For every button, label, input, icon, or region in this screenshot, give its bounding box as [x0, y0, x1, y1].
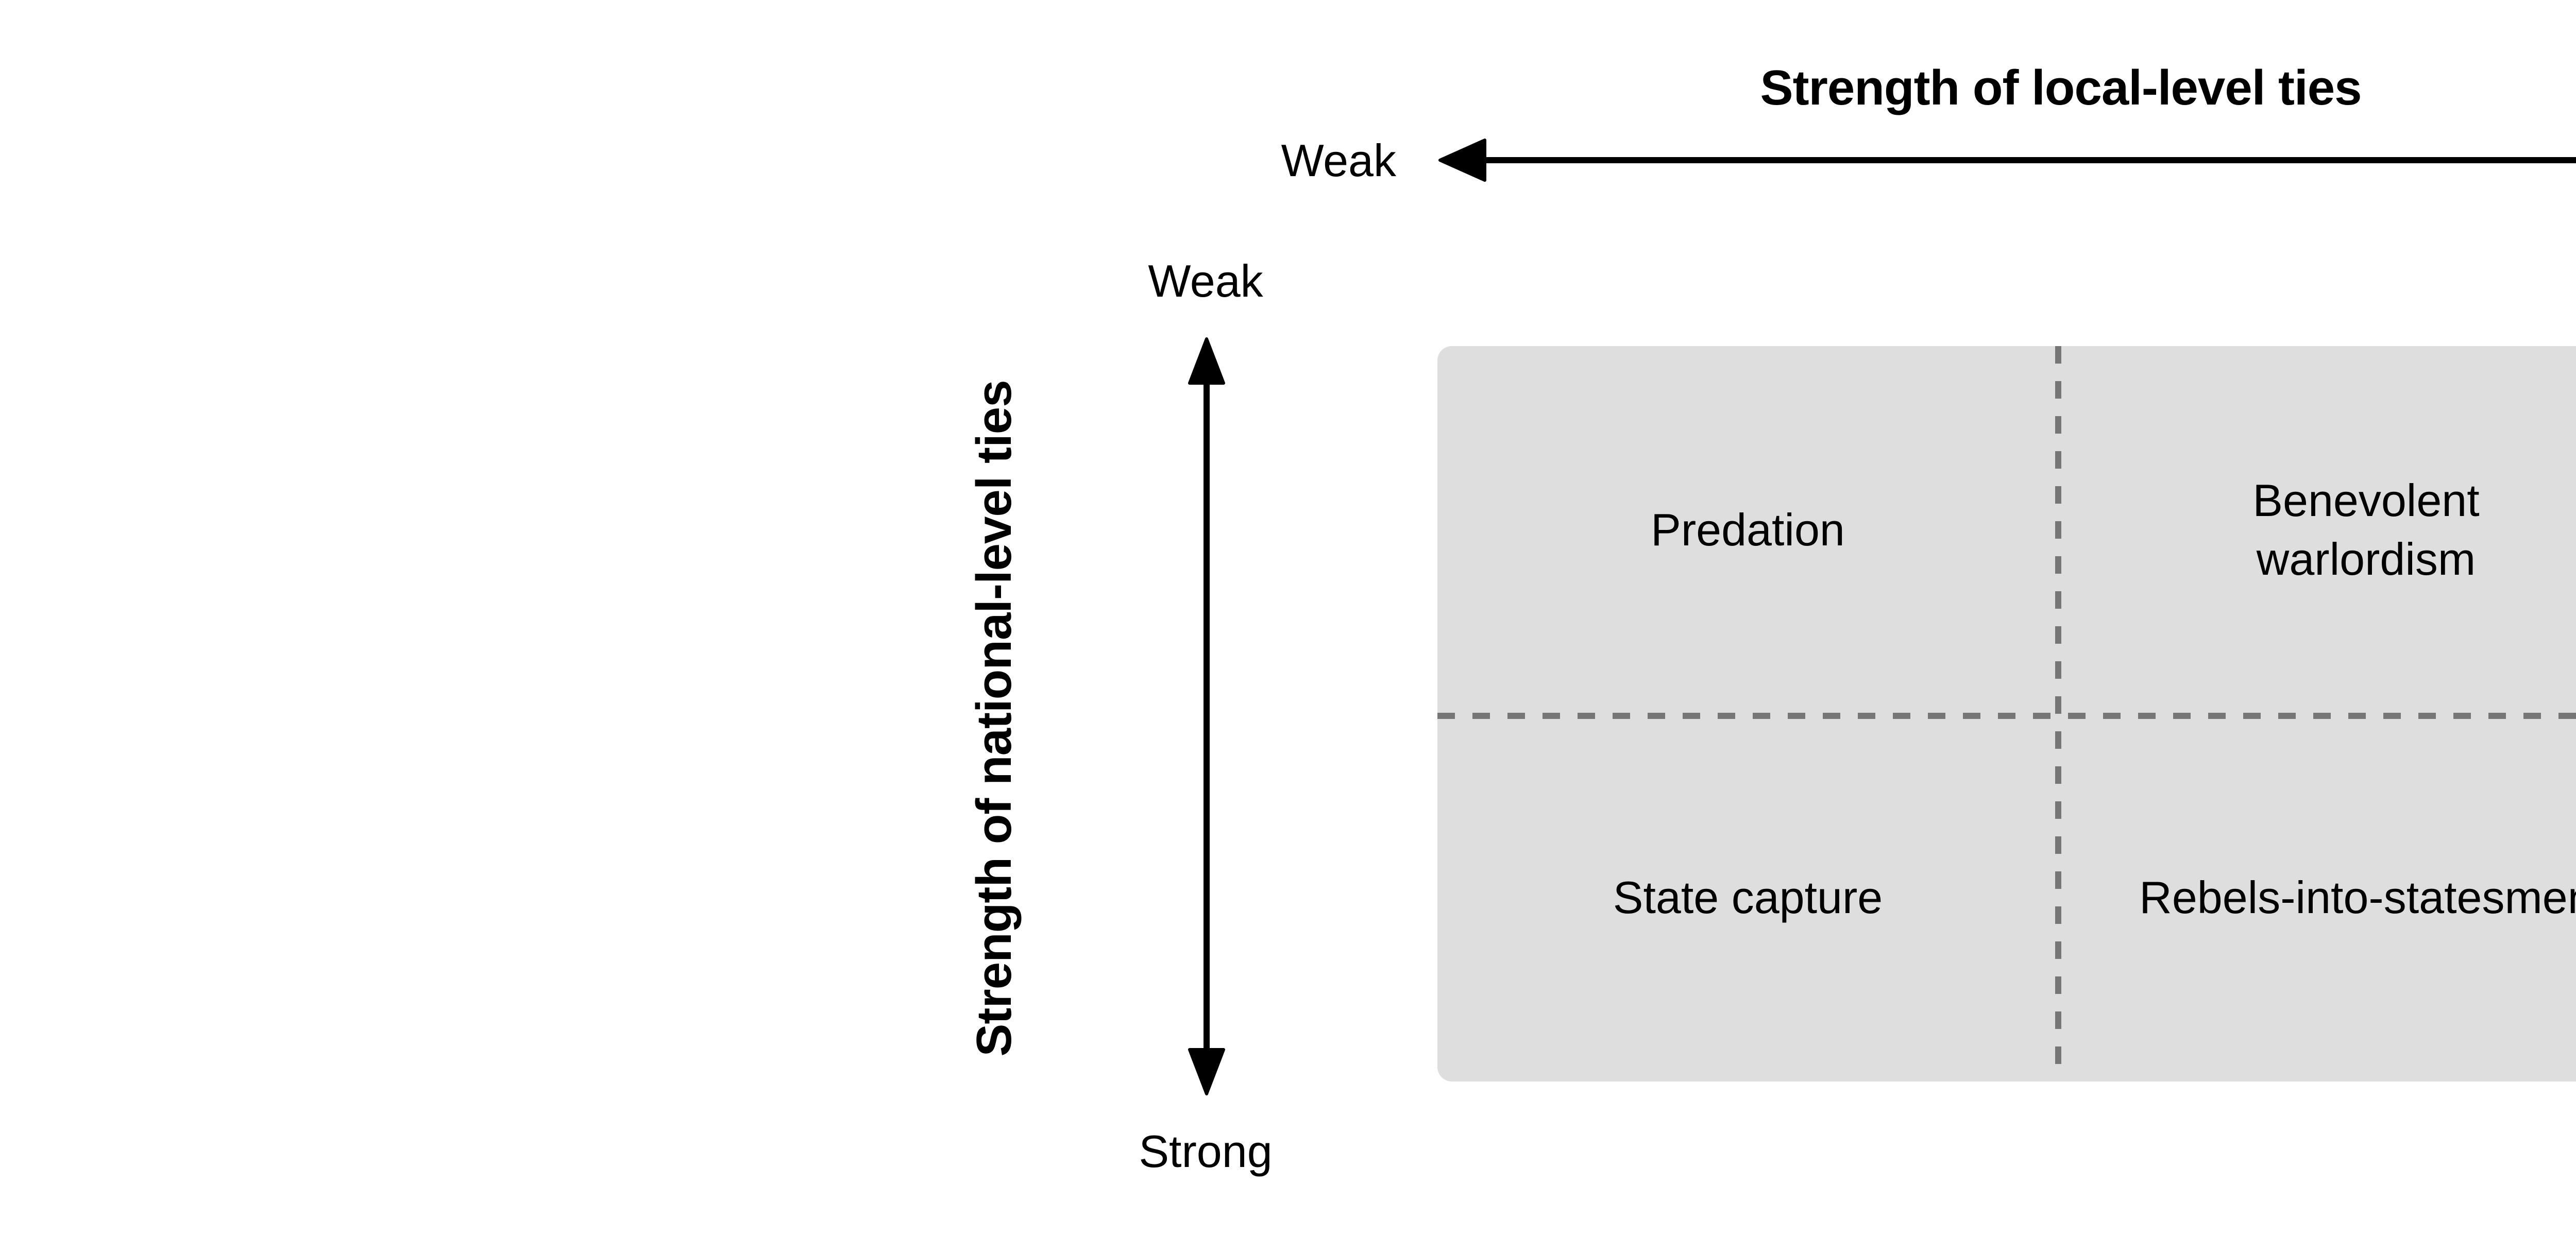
quadrant-bottom-right-label: Rebels-into-statesmen: [2139, 872, 2576, 923]
y-axis-double-arrow: [1188, 337, 1225, 1095]
quadrant-bottom-left: State capture: [1437, 714, 2058, 1082]
x-axis-min-label: Weak: [1281, 135, 1396, 186]
y-axis-max-label: Strong: [1139, 1126, 1273, 1177]
y-axis-min-label: Weak: [1148, 255, 1263, 306]
quadrant-top-right-label: Benevolent warlordism: [2252, 475, 2480, 585]
x-axis-double-arrow: [1438, 139, 2576, 182]
quadrant-bottom-right: Rebels-into-statesmen: [2058, 714, 2576, 1082]
quadrant-bottom-left-label: State capture: [1613, 872, 1883, 923]
x-axis-title: Strength of local-level ties: [1760, 60, 2362, 115]
quadrant-top-left-label: Predation: [1651, 504, 1845, 555]
quadrant-top-right: Benevolent warlordism: [2058, 346, 2576, 714]
quadrant-top-left: Predation: [1437, 346, 2058, 714]
horizontal-dashed-divider: [1437, 713, 2576, 719]
